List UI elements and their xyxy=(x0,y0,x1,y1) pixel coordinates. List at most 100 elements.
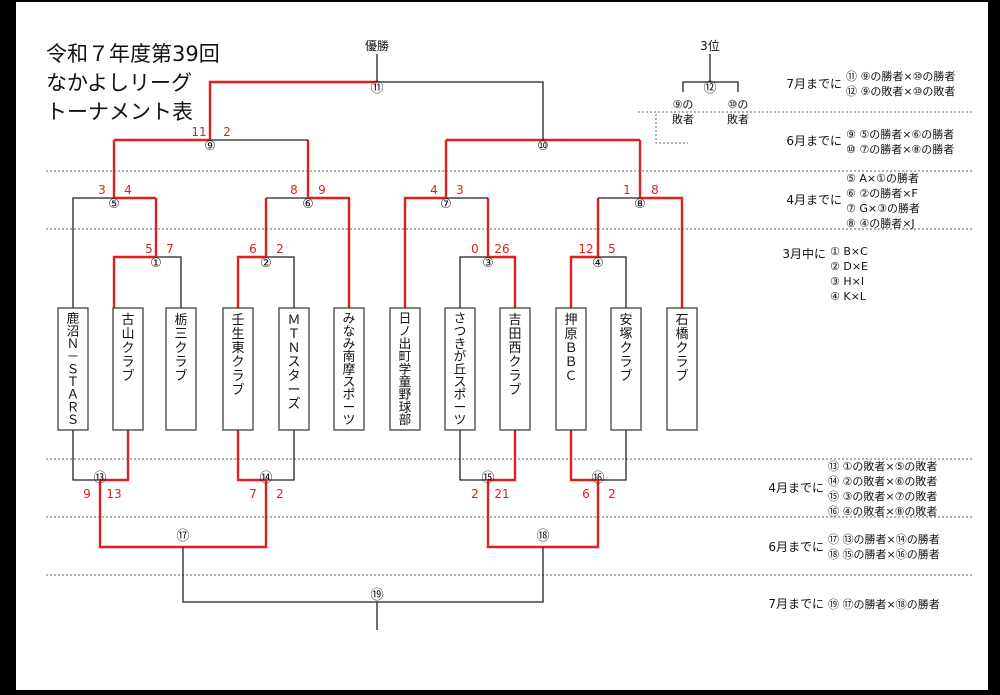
team-box: 安塚クラブ xyxy=(610,307,642,431)
team-box: 古山クラブ xyxy=(112,307,144,431)
score-label: 7 xyxy=(249,487,257,501)
schedule-line: ⑮ ③の敗者×⑦の敗者 xyxy=(828,489,937,503)
bracket-line xyxy=(598,430,627,481)
team-box: みなみ南摩スポーツ xyxy=(333,307,365,431)
team-box-frame xyxy=(444,307,476,431)
title-line-2: なかよしリーグ xyxy=(46,71,192,95)
schedule-deadline: 7月までに xyxy=(786,77,842,91)
team-box-frame xyxy=(112,307,144,431)
game-number: ⑯ xyxy=(591,471,604,486)
game-number: ③ xyxy=(482,256,494,271)
bracket-line xyxy=(156,256,182,308)
team-name: みなみ南摩スポーツ xyxy=(343,311,356,427)
score-label: 4 xyxy=(124,183,132,197)
winner-path xyxy=(183,480,268,549)
schedule-line: ⑩ ⑦の勝者×⑧の勝者 xyxy=(846,142,954,156)
third-place-label: 3位 xyxy=(700,38,720,53)
schedule-line: ③ H×I xyxy=(830,275,864,288)
team-name: 石橋クラブ xyxy=(675,313,688,384)
schedule-deadline: 7月までに xyxy=(768,597,824,611)
game-number: ⑥ xyxy=(302,197,314,212)
score-label: 3 xyxy=(98,183,106,197)
game-number: ⑰ xyxy=(176,529,189,544)
score-label: 1 xyxy=(623,183,631,197)
team-box-frame xyxy=(333,307,365,431)
team-box: 押原ＢＢＣ xyxy=(555,307,587,431)
schedule-block: 4月までに ⑤ A×①の勝者 ⑥ ②の勝者×F ⑦ G×③の勝者 ⑧ ④の勝者×… xyxy=(786,171,920,230)
team-box: 日ノ出町学童野球部 xyxy=(389,307,421,431)
third-right-line-1: ⑩の xyxy=(728,98,749,111)
game-number: ⑦ xyxy=(440,197,452,212)
winner-path xyxy=(488,430,517,482)
schedule-deadline: 3月中に xyxy=(782,246,826,261)
separator xyxy=(638,111,688,144)
score-label: 2 xyxy=(471,487,479,501)
team-box: 鹿沼Ｎ－ＳＴＡＲＳ xyxy=(57,307,89,431)
team-name: さつきが丘スポーツ xyxy=(454,311,467,427)
bracket-line xyxy=(459,256,488,308)
schedule-block: 4月までに ⑬ ①の敗者×⑤の敗者 ⑭ ②の敗者×⑥の敗者 ⑮ ③の敗者×⑦の敗… xyxy=(768,459,937,518)
score-label: 21 xyxy=(494,487,509,501)
team-box-frame xyxy=(222,307,254,431)
schedule-block: 6月までに ⑨ ⑤の勝者×⑥の勝者 ⑩ ⑦の勝者×⑧の勝者 xyxy=(786,127,954,156)
third-left-line-1: ⑨の xyxy=(673,98,694,111)
score-label: 0 xyxy=(471,242,479,256)
score-label: 12 xyxy=(578,242,593,256)
score-label: 7 xyxy=(166,242,174,256)
schedule-line: ① B×C xyxy=(830,245,868,258)
game-number: ⑪ xyxy=(370,81,383,96)
winner-path xyxy=(569,430,598,482)
score-label: 2 xyxy=(276,487,284,501)
team-name: 安塚クラブ xyxy=(619,313,632,384)
team-box-frame xyxy=(610,307,642,431)
team-box-frame xyxy=(499,307,531,431)
team-name: 押原ＢＢＣ xyxy=(564,313,577,384)
schedule-line: ⑯ ④の敗者×⑧の敗者 xyxy=(828,504,937,518)
schedule-line: ④ K×L xyxy=(830,290,867,303)
bracket-line xyxy=(377,81,544,140)
schedule-line: ⑭ ②の敗者×⑥の敗者 xyxy=(828,474,937,488)
schedule-line: ⑫ ⑨の敗者×⑩の敗者 xyxy=(846,84,955,98)
game-number: ⑭ xyxy=(259,471,272,486)
score-label: 2 xyxy=(276,242,284,256)
team-box: 吉田西クラブ xyxy=(499,307,531,431)
winner-path xyxy=(308,196,351,308)
team-box-frame xyxy=(389,307,421,431)
third-left-line-2: 敗者 xyxy=(672,112,694,126)
schedule-block: 7月までに ⑲ ⑰の勝者×⑱の勝者 xyxy=(768,597,939,611)
team-name: 古山クラブ xyxy=(121,313,134,384)
game-number: ⑱ xyxy=(536,529,549,544)
winner-path xyxy=(236,430,266,482)
winner-path xyxy=(208,80,377,140)
team-name: 鹿沼Ｎ－ＳＴＡＲＳ xyxy=(67,311,80,427)
winner-path xyxy=(403,196,446,308)
team-boxes: 鹿沼Ｎ－ＳＴＡＲＳ古山クラブ栃三クラブ壬生東クラブＭＴＮスターズみなみ南摩スポー… xyxy=(57,307,698,431)
schedule-line: ⑧ ④の勝者×J xyxy=(846,216,915,230)
schedule-line: ② D×E xyxy=(830,260,868,273)
winner-path xyxy=(98,480,183,549)
bracket-line xyxy=(266,430,295,481)
bracket-line xyxy=(598,256,627,308)
team-box-frame xyxy=(555,307,587,431)
bracket-line xyxy=(459,430,488,481)
score-label: 9 xyxy=(318,183,326,197)
winner-path xyxy=(640,196,684,308)
schedule-block: 7月までに ⑪ ⑨の勝者×⑩の勝者 ⑫ ⑨の敗者×⑩の敗者 xyxy=(786,69,955,98)
title-line-3: トーナメント表 xyxy=(46,100,193,124)
winner-path xyxy=(486,480,543,549)
schedule-block: 3月中に ① B×C ② D×E ③ H×I ④ K×L xyxy=(782,245,868,303)
schedule-line: ⑲ ⑰の勝者×⑱の勝者 xyxy=(828,597,940,611)
team-box-frame xyxy=(165,307,197,431)
winner-path xyxy=(236,255,266,308)
separator-lines xyxy=(46,111,972,576)
page-title: 令和７年度第39回 なかよしリーグ トーナメント表 xyxy=(46,40,220,127)
bracket-line xyxy=(72,197,114,308)
game-number: ⑨ xyxy=(204,139,216,154)
score-label: 5 xyxy=(145,242,153,256)
game-number: ⑩ xyxy=(537,139,549,154)
game-number: ⑲ xyxy=(370,588,383,603)
score-label: 3 xyxy=(456,183,464,197)
